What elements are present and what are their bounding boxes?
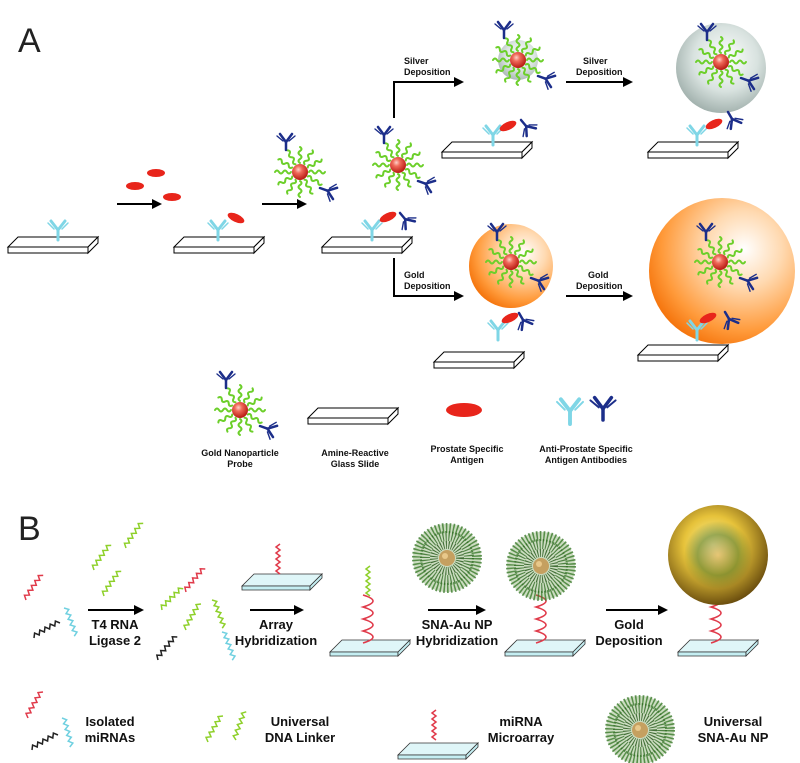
gold-coated-sna	[668, 505, 768, 657]
silver-stage-1	[441, 22, 556, 159]
probe-reagent	[275, 134, 338, 202]
panel-b-letter: B	[18, 510, 41, 548]
branch-arrow-silver	[393, 77, 464, 118]
legend-microarray-label-2: Microarray	[488, 730, 555, 745]
slide-with-sna	[505, 532, 586, 657]
legend-antigen-icon	[446, 403, 482, 417]
gold-label-4: Deposition	[576, 281, 623, 291]
legend-linker-label-2: DNA Linker	[265, 730, 335, 745]
legend-slide-label-2: Glass Slide	[331, 459, 380, 469]
sna-reagent	[413, 524, 481, 592]
slide-with-antigen	[173, 210, 265, 254]
legend-antigen-label-2: Antigen	[450, 455, 484, 465]
legend-antibodies-label-1: Anti-Prostate Specific	[539, 444, 633, 454]
linker-mix	[89, 520, 144, 597]
ligase-label-1: T4 RNA	[92, 617, 140, 632]
silver-label-1: Silver	[404, 56, 429, 66]
panel-a: A Silver Depositi	[7, 22, 795, 469]
legend-sna-label-1: Universal	[704, 714, 763, 729]
legend-sna-label-2: SNA-Au NP	[698, 730, 769, 745]
gold-label-1: Gold	[404, 270, 425, 280]
legend-mirna-label-2: miRNAs	[85, 730, 136, 745]
legend-a: Gold Nanoparticle Probe Amine-Reactive G…	[201, 372, 633, 469]
sna-label-2: Hybridization	[416, 633, 498, 648]
slide-with-bound-probe	[321, 127, 436, 254]
legend-sna-icon	[606, 696, 674, 763]
gold-label-3: Gold	[588, 270, 609, 280]
array-label-2: Hybridization	[235, 633, 317, 648]
silver-stage-2	[647, 23, 766, 159]
gold-label-2: Deposition	[404, 281, 451, 291]
gold-b-label-2: Deposition	[595, 633, 662, 648]
legend-linker-label-1: Universal	[271, 714, 330, 729]
legend-mirna-label-1: Isolated	[85, 714, 134, 729]
legend-slide-label-1: Amine-Reactive	[321, 448, 389, 458]
legend-antigen-label-1: Prostate Specific	[430, 444, 503, 454]
legend-microarray-label-1: miRNA	[499, 714, 543, 729]
legend-microarray-icon	[397, 709, 479, 760]
mirna-mix	[21, 572, 79, 639]
bare-slide-with-capture-antibody	[7, 219, 99, 254]
legend-slide-icon	[307, 407, 399, 425]
ligase-label-2: Ligase 2	[89, 633, 141, 648]
array-label-1: Array	[259, 617, 294, 632]
panel-a-letter: A	[18, 22, 41, 60]
legend-probe-icon	[215, 372, 278, 440]
silver-label-3: Silver	[583, 56, 608, 66]
ligated-strands	[154, 565, 237, 661]
silver-label-2: Deposition	[404, 67, 451, 77]
legend-antibodies-icon	[555, 395, 618, 426]
legend-linker-icon	[203, 709, 248, 743]
gold-stage-2	[637, 198, 795, 362]
gold-stage-1	[433, 224, 553, 369]
hybridized-slide	[329, 565, 411, 657]
silver-label-4: Deposition	[576, 67, 623, 77]
gold-b-label-1: Gold	[614, 617, 644, 632]
panel-b: B T4 RNA Ligase 2 Arra	[18, 505, 769, 763]
legend-b: Isolated miRNAs Universal DNA Linker miR…	[23, 689, 769, 763]
legend-probe-label-1: Gold Nanoparticle	[201, 448, 279, 458]
legend-mirna-icon	[23, 689, 75, 751]
legend-antibodies-label-2: Antigen Antibodies	[545, 455, 627, 465]
sna-label-1: SNA-Au NP	[422, 617, 493, 632]
legend-probe-label-2: Probe	[227, 459, 253, 469]
branch-arrow-gold	[393, 258, 464, 301]
microarray-reagent	[241, 543, 323, 591]
antigen-group	[126, 169, 181, 201]
